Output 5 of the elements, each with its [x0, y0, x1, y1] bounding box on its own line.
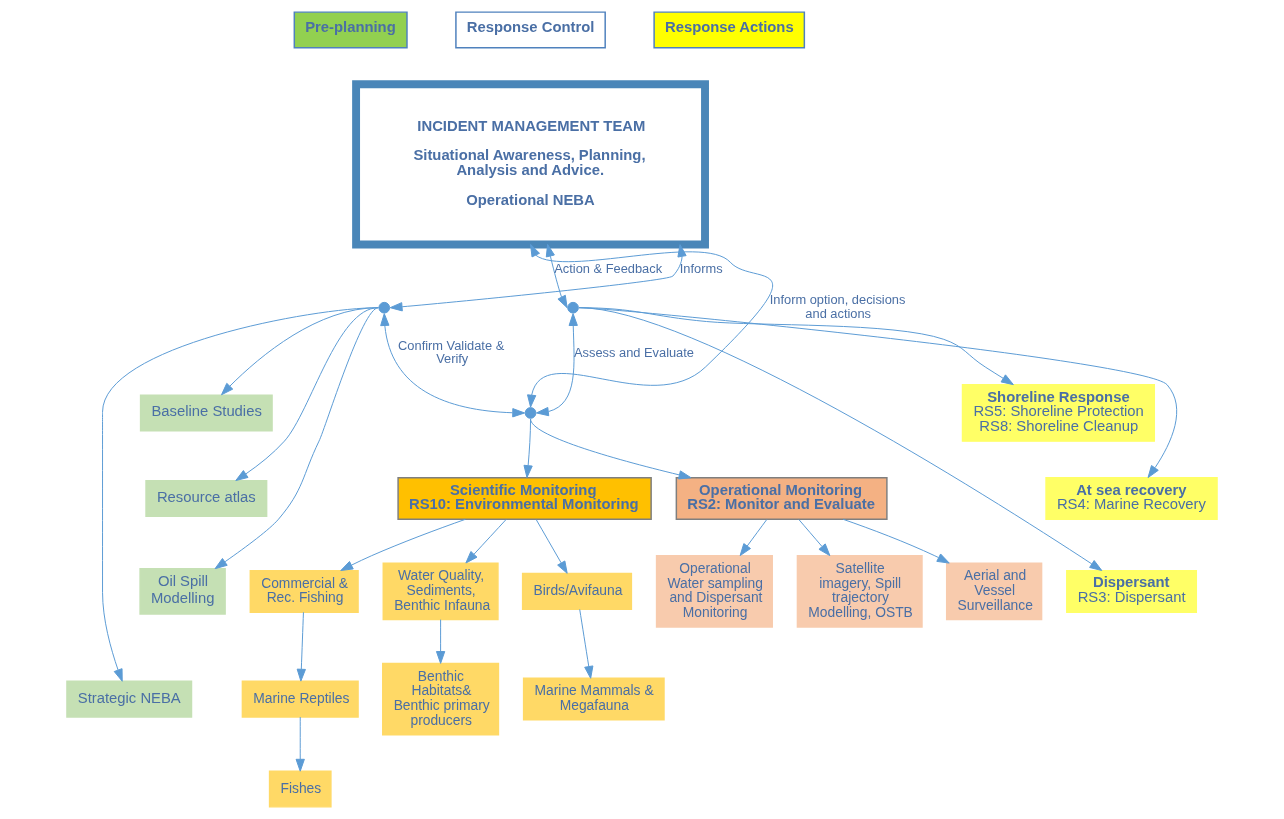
edge-label: Informs — [679, 260, 723, 276]
edge-label: Inform option, decisions and actions — [769, 292, 906, 321]
edge-label: Action & Feedback — [554, 260, 663, 276]
edge-label: Assess and Evaluate — [574, 344, 694, 360]
edge-label: Confirm Validate & Verify — [398, 337, 505, 367]
